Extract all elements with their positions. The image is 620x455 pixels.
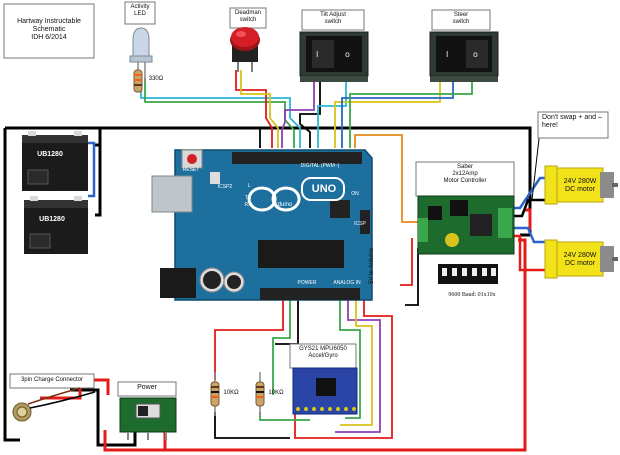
activity-led-label: Activity LED bbox=[125, 4, 155, 18]
svg-text:o: o bbox=[345, 50, 350, 59]
motor-2-line-2: DC motor bbox=[565, 260, 595, 268]
motor-2-label: 24V 280W DC motor bbox=[557, 252, 603, 268]
activity-led bbox=[124, 1, 156, 85]
arduino-brand: UNO bbox=[311, 183, 337, 195]
led-resistor-label: 330Ω bbox=[148, 76, 164, 82]
gyro-module bbox=[289, 343, 358, 415]
battery-link-wire bbox=[88, 141, 96, 198]
saber-line-2: 2x12Amp bbox=[452, 170, 478, 177]
charge-connector-label: 3pin Charge Connector bbox=[20, 377, 84, 383]
five-volt-label: 5V to Arduino bbox=[369, 247, 375, 285]
resistor-1-label: 10KΩ bbox=[223, 390, 239, 396]
power-switch bbox=[117, 381, 177, 440]
charge-connector bbox=[9, 373, 96, 422]
motor-1-line-1: 24V 280W bbox=[563, 178, 597, 185]
arduino-tx: TX bbox=[244, 195, 252, 201]
battery-2 bbox=[24, 196, 88, 254]
title-text: Hartway Instructable Schematic IDH 6/201… bbox=[6, 18, 92, 42]
steer-label: Steer switch bbox=[432, 12, 490, 26]
gyro-line-1: GYS21 MPU6050 bbox=[299, 346, 347, 352]
title-line-1: Hartway Instructable bbox=[17, 18, 81, 25]
switch-wires bbox=[140, 70, 473, 223]
battery-1-label: UB1280 bbox=[37, 151, 63, 158]
saber-label: Saber 2x12Amp Motor Controller bbox=[416, 164, 514, 185]
arduino-power: POWER bbox=[297, 280, 317, 286]
led-resistor bbox=[133, 69, 143, 93]
activity-led-line-2: LED bbox=[134, 10, 146, 17]
warning-text: Don't swap + and – here! bbox=[542, 114, 606, 130]
warning-box bbox=[537, 111, 609, 139]
deadman-line-1: Deadman bbox=[234, 10, 261, 16]
deadman-switch bbox=[229, 7, 267, 72]
battery-2-label: UB1280 bbox=[39, 216, 65, 223]
steer-line-1: Steer bbox=[453, 12, 469, 18]
resistor-2-label: 10KΩ bbox=[268, 390, 284, 396]
saber-line-3: Motor Controller bbox=[443, 177, 487, 184]
motor-1-label: 24V 280W DC motor bbox=[557, 178, 603, 194]
sensor-wires bbox=[214, 238, 419, 439]
steer-switch: I o bbox=[429, 9, 499, 82]
arduino-icsp: ICSP bbox=[354, 221, 366, 227]
svg-text:I: I bbox=[446, 50, 448, 59]
gyro-label: GYS21 MPU6050 Accel/Gyro bbox=[290, 346, 356, 360]
arduino-uno-board bbox=[151, 149, 373, 301]
warning-line-1: Don't swap + and – bbox=[542, 114, 602, 121]
warning-line-2: here! bbox=[542, 122, 558, 130]
tilt-line-1: Tilt Adjust bbox=[320, 12, 346, 18]
dc-motor-2 bbox=[544, 239, 618, 279]
deadman-label: Deadman switch bbox=[230, 10, 266, 24]
motor-1-line-2: DC motor bbox=[565, 186, 595, 194]
pullup-resistor-2 bbox=[255, 372, 265, 416]
tilt-label: Tilt Adjust switch bbox=[302, 12, 364, 26]
battery-1 bbox=[22, 131, 88, 191]
dc-motor-1 bbox=[544, 165, 618, 205]
pullup-resistor-1 bbox=[210, 372, 220, 416]
deadman-line-2: switch bbox=[239, 16, 257, 23]
arduino-digital: DIGITAL (PWM~) bbox=[300, 163, 340, 169]
saber-line-1: Saber bbox=[456, 164, 473, 170]
arduino-sub: Arduino bbox=[271, 202, 293, 208]
arduino-icsp2: ICSP2 bbox=[217, 184, 233, 190]
tilt-switch: I o bbox=[299, 9, 369, 82]
arduino-reset: RESET bbox=[182, 167, 200, 173]
arduino-analog: ANALOG IN bbox=[333, 280, 361, 286]
arduino-l: L bbox=[247, 183, 251, 189]
activity-led-line-1: Activity bbox=[130, 4, 150, 10]
dip-switch-label: 9600 Baud: 01x10x bbox=[448, 292, 496, 298]
title-line-2: Schematic bbox=[32, 26, 66, 34]
title-line-3: IDH 6/2014 bbox=[31, 34, 67, 42]
steer-line-2: switch bbox=[452, 18, 470, 25]
arduino-on: ON bbox=[351, 191, 359, 197]
power-label: Power bbox=[137, 384, 157, 391]
svg-text:I: I bbox=[316, 50, 318, 59]
arduino-rx: RX bbox=[244, 202, 252, 208]
svg-text:o: o bbox=[473, 50, 478, 59]
black-ground-loop bbox=[3, 126, 532, 447]
gyro-line-2: Accel/Gyro bbox=[308, 352, 338, 359]
saber-motor-controller bbox=[415, 161, 515, 284]
tilt-line-2: switch bbox=[324, 18, 342, 25]
title-box bbox=[3, 3, 95, 59]
motor-2-line-1: 24V 280W bbox=[563, 252, 597, 259]
